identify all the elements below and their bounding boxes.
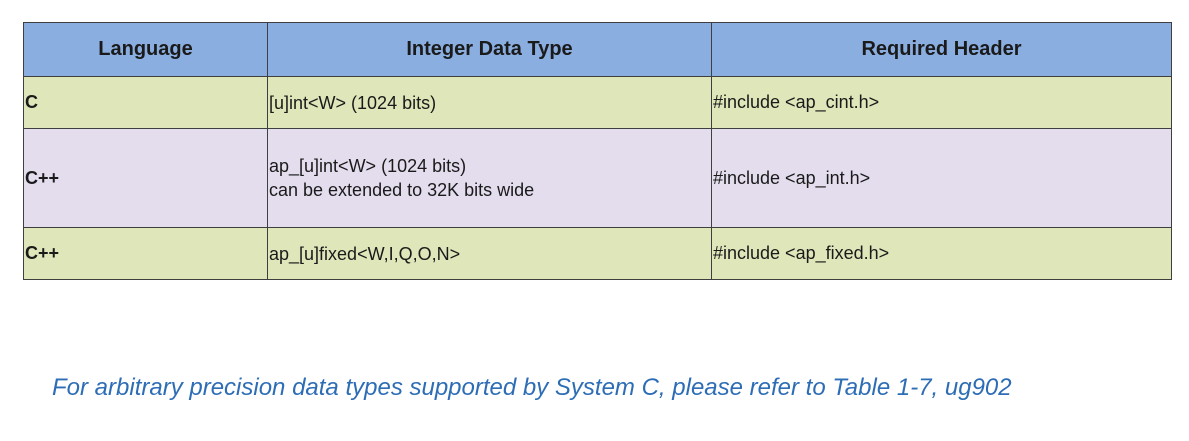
language-cell: C++ [23,128,268,228]
table-row: C++ ap_[u]int<W> (1024 bits) can be exte… [23,128,1172,228]
data-type-line: ap_[u]fixed<W,I,Q,O,N> [269,243,461,264]
data-type-table: Language Integer Data Type Required Head… [23,22,1172,280]
data-type-line: [u]int<W> (1024 bits) [269,92,437,113]
column-header-required-header: Required Header [711,22,1172,77]
table-header-row: Language Integer Data Type Required Head… [23,22,1172,77]
data-type-line: ap_[u]int<W> (1024 bits) [269,156,467,176]
language-cell: C [23,76,268,129]
footnote: For arbitrary precision data types suppo… [52,374,1012,401]
table: Language Integer Data Type Required Head… [23,22,1172,280]
data-type-cell: ap_[u]int<W> (1024 bits) can be extended… [267,128,712,228]
column-header-integer-data-type: Integer Data Type [267,22,712,77]
required-header-cell: #include <ap_int.h> [711,128,1172,228]
language-cell: C++ [23,227,268,280]
required-header-cell: #include <ap_cint.h> [711,76,1172,129]
data-type-cell: [u]int<W> (1024 bits) [267,76,712,129]
data-type-cell: ap_[u]fixed<W,I,Q,O,N> [267,227,712,280]
table-row: C++ ap_[u]fixed<W,I,Q,O,N> #include <ap_… [23,227,1172,280]
column-header-language: Language [23,22,268,77]
required-header-cell: #include <ap_fixed.h> [711,227,1172,280]
data-type-line: can be extended to 32K bits wide [269,180,535,200]
table-row: C [u]int<W> (1024 bits) #include <ap_cin… [23,76,1172,129]
